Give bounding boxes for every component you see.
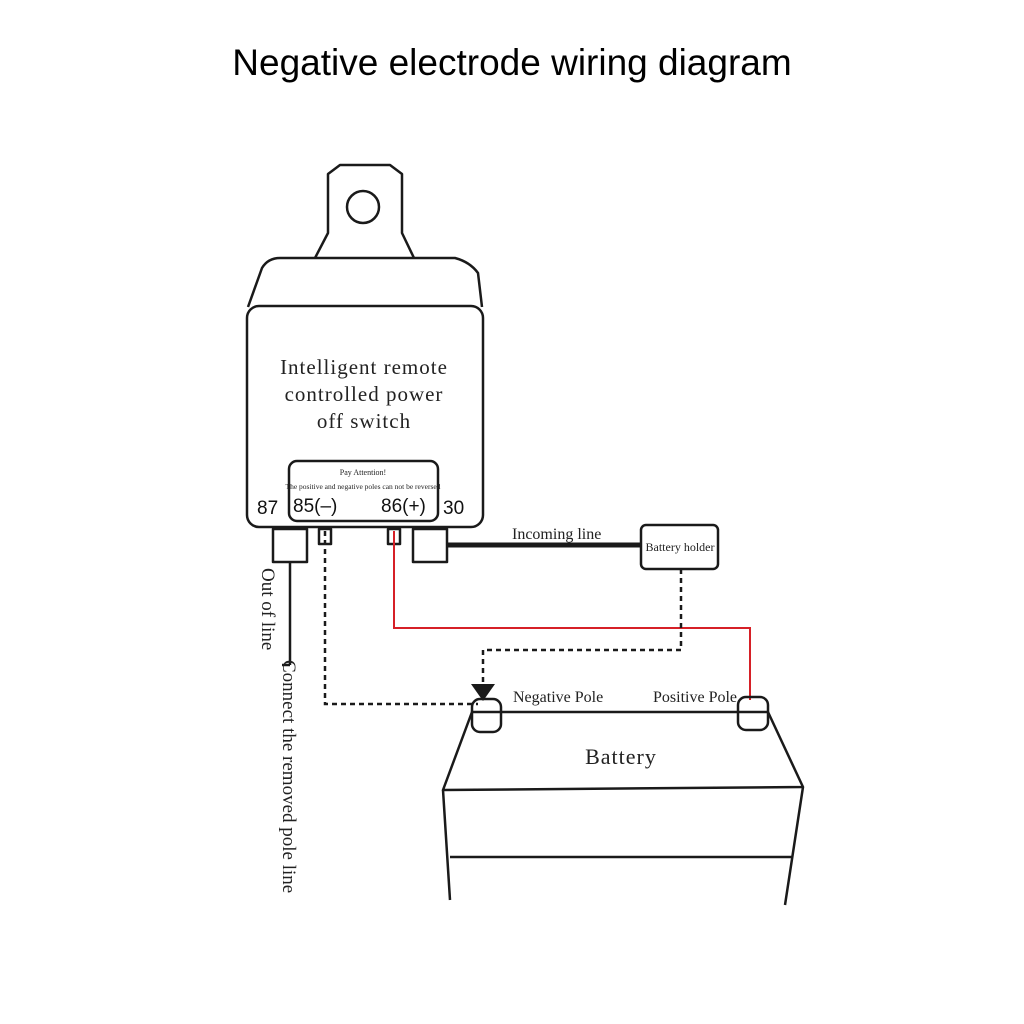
battery-holder-box: [639, 523, 720, 571]
positive-pole-terminal: [736, 695, 770, 732]
terminal-30: [411, 527, 449, 564]
terminal-85-dashed-wire: [323, 531, 478, 706]
notice-text: The positive and negative poles can not …: [286, 482, 441, 491]
mounting-tab: [313, 163, 416, 259]
terminal-85-label: 85(–): [293, 496, 337, 517]
negative-pole-terminal: [470, 697, 503, 734]
switch-top-cap: [246, 256, 484, 308]
terminal-87-label: 87: [257, 498, 278, 519]
mounting-hole-icon: [345, 189, 381, 225]
switch-label-line-2: controlled power: [285, 382, 444, 406]
arrow-down-icon: [471, 684, 495, 701]
connect-removed-pole-label: Connect the removed pole line: [278, 660, 299, 893]
battery-holder-dashed-wire: [481, 569, 683, 688]
battery-label: Battery: [585, 744, 657, 769]
positive-pole-label: Positive Pole: [653, 689, 737, 706]
switch-label-line-3: off switch: [317, 409, 411, 433]
terminal-86-label: 86(+): [381, 496, 426, 517]
switch-body: [245, 304, 485, 529]
notice-title: Pay Attention!: [340, 468, 386, 477]
page-title: Negative electrode wiring diagram: [232, 42, 792, 83]
out-of-line-label: Out of line: [257, 568, 278, 650]
terminal-30-label: 30: [443, 498, 464, 519]
terminal-87: [271, 527, 309, 564]
battery-front: [441, 786, 805, 906]
positive-red-wire: [393, 531, 751, 700]
negative-pole-label: Negative Pole: [513, 689, 603, 706]
incoming-line-label: Incoming line: [512, 526, 601, 543]
battery-holder-label: Battery holder: [646, 540, 715, 554]
notice-box: [287, 459, 440, 523]
battery: Negative Pole Positive Pole Battery: [441, 689, 805, 906]
switch-label-line-1: Intelligent remote: [280, 355, 448, 379]
